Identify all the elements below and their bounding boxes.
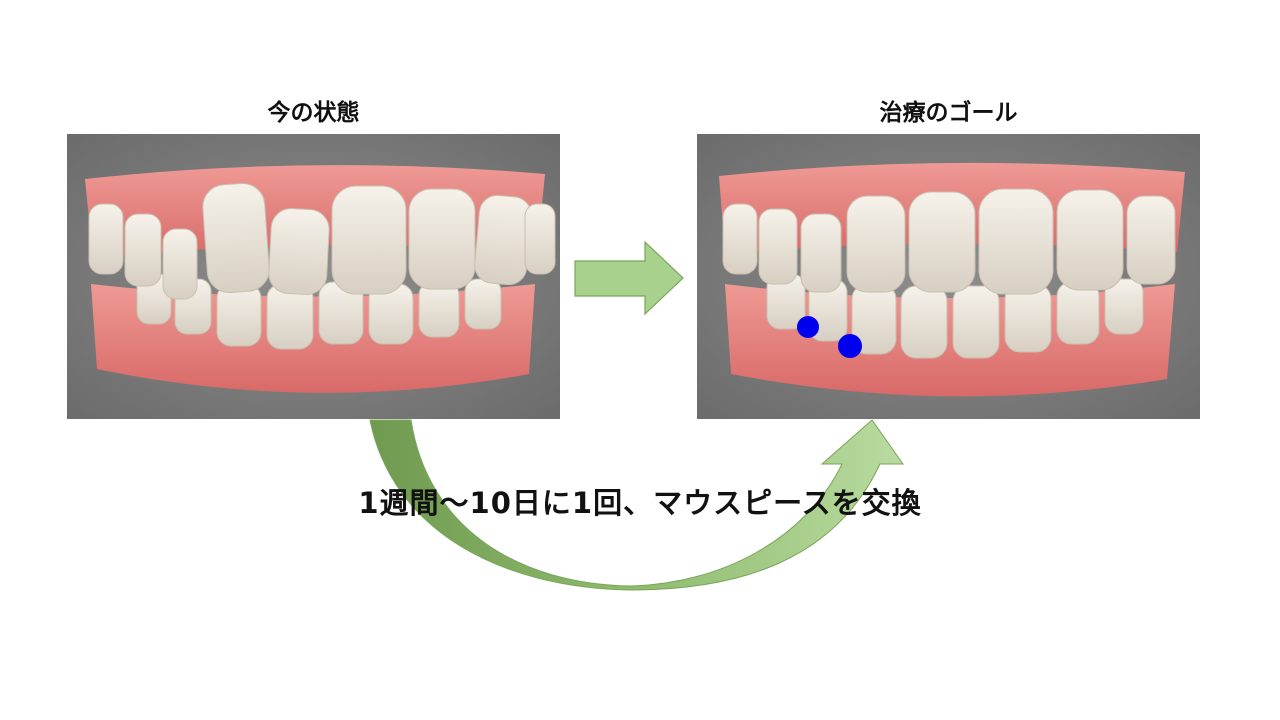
after-teeth-image	[697, 134, 1200, 419]
right-arrow-icon	[574, 240, 684, 316]
before-teeth-image	[67, 134, 560, 419]
attachment-marker-icon	[797, 316, 819, 338]
after-label: 治療のゴール	[879, 100, 1018, 126]
before-label: 今の状態	[267, 100, 360, 126]
caption-text: 1週間～10日に1回、マウスピースを交換	[358, 486, 922, 520]
attachment-marker-icon	[838, 334, 862, 358]
